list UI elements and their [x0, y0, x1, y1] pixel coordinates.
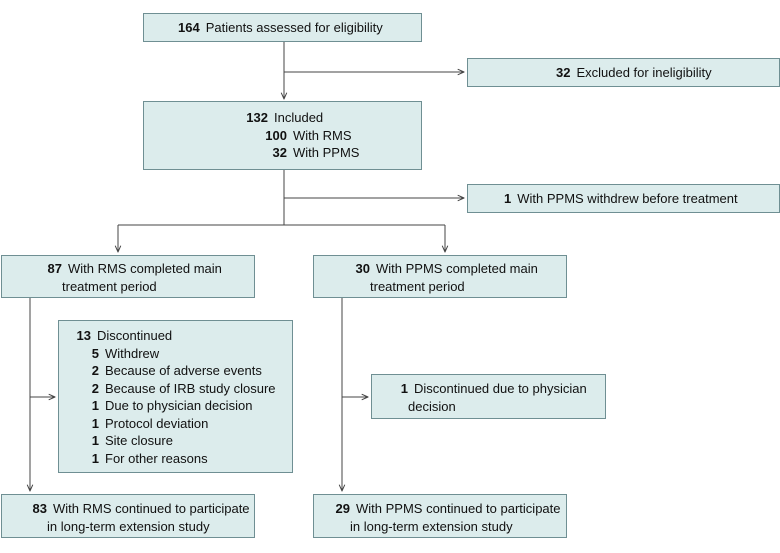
reason-label: For other reasons	[105, 450, 208, 466]
reason-label: Protocol deviation	[105, 415, 209, 431]
ppms-completed-line1: With PPMS completed main	[376, 261, 538, 276]
rms-completed-box: 87 With RMS completed main treatment per…	[1, 255, 255, 298]
rms-discontinued-box: 13 Discontinued 5 Withdrew 2 Because of …	[58, 320, 293, 473]
assessed-box: 164 Patients assessed for eligibility	[143, 13, 422, 42]
reason-count: 1	[91, 398, 99, 413]
included-rms-label: With RMS	[293, 127, 352, 143]
withdrew-before-label: With PPMS withdrew before treatment	[517, 191, 738, 206]
rms-extension-line2: in long-term extension study	[47, 518, 210, 534]
rms-extension-box: 83 With RMS continued to participate in …	[1, 494, 255, 538]
ppms-extension-box: 29 With PPMS continued to participate in…	[313, 494, 567, 538]
reason-label: Withdrew	[105, 345, 160, 361]
reason-count: 1	[91, 433, 99, 448]
reason-label: Due to physician decision	[105, 398, 253, 413]
rms-completed-line2: treatment period	[62, 278, 157, 294]
ppms-discontinued-line2: decision	[408, 398, 456, 414]
excluded-box: 32 Excluded for ineligibility	[467, 58, 780, 87]
withdrew-before-box: 1 With PPMS withdrew before treatment	[467, 184, 780, 213]
excluded-label: Excluded for ineligibility	[576, 65, 712, 80]
included-box: 132 Included 100 With RMS 32 With PPMS	[143, 101, 422, 170]
ppms-extension-count: 29	[335, 501, 350, 516]
reason-row: 2 Because of adverse events	[59, 362, 292, 380]
rms-completed-count: 87	[47, 261, 62, 276]
reason-count: 1	[91, 450, 99, 466]
reason-row: 1 Protocol deviation	[59, 415, 292, 433]
rms-completed-line1: With RMS completed main	[68, 261, 222, 276]
ppms-discontinued-box: 1 Discontinued due to physician decision	[371, 374, 606, 419]
reason-row: 1 Due to physician decision	[59, 397, 292, 415]
rms-extension-line1: With RMS continued to participate	[53, 501, 250, 516]
ppms-completed-line2: treatment period	[370, 278, 465, 294]
withdrew-before-count: 1	[504, 191, 512, 206]
rms-discontinued-header: 13 Discontinued	[59, 327, 292, 345]
included-rms-count: 100	[265, 127, 287, 143]
reason-row: 5 Withdrew	[59, 345, 292, 363]
excluded-count: 32	[556, 65, 571, 80]
ppms-completed-box: 30 With PPMS completed main treatment pe…	[313, 255, 567, 298]
rms-extension-count: 83	[32, 501, 47, 516]
reason-row: 1 Site closure	[59, 432, 292, 450]
ppms-discontinued-count: 1	[400, 381, 408, 396]
included-count: 132	[246, 110, 268, 125]
reason-row: 2 Because of IRB study closure	[59, 380, 292, 398]
assessed-count: 164	[178, 20, 200, 35]
reason-label: Because of adverse events	[105, 363, 262, 378]
reason-count: 5	[91, 345, 99, 361]
reason-count: 2	[91, 380, 99, 396]
ppms-discontinued-line1: Discontinued due to physician	[414, 381, 587, 396]
rms-discontinued-count: 13	[76, 328, 91, 343]
included-ppms-count: 32	[272, 145, 287, 160]
reason-count: 2	[91, 363, 99, 378]
ppms-extension-line2: in long-term extension study	[350, 518, 513, 534]
reason-label: Because of IRB study closure	[105, 380, 276, 396]
assessed-label: Patients assessed for eligibility	[205, 20, 383, 35]
ppms-extension-line1: With PPMS continued to participate	[356, 501, 561, 516]
reason-count: 1	[91, 415, 99, 431]
included-label: Included	[274, 110, 324, 125]
ppms-completed-count: 30	[355, 261, 370, 276]
reason-row: 1 For other reasons	[59, 450, 292, 468]
reason-label: Site closure	[105, 433, 173, 448]
included-ppms-label: With PPMS	[293, 145, 360, 160]
rms-discontinued-label: Discontinued	[97, 328, 173, 343]
